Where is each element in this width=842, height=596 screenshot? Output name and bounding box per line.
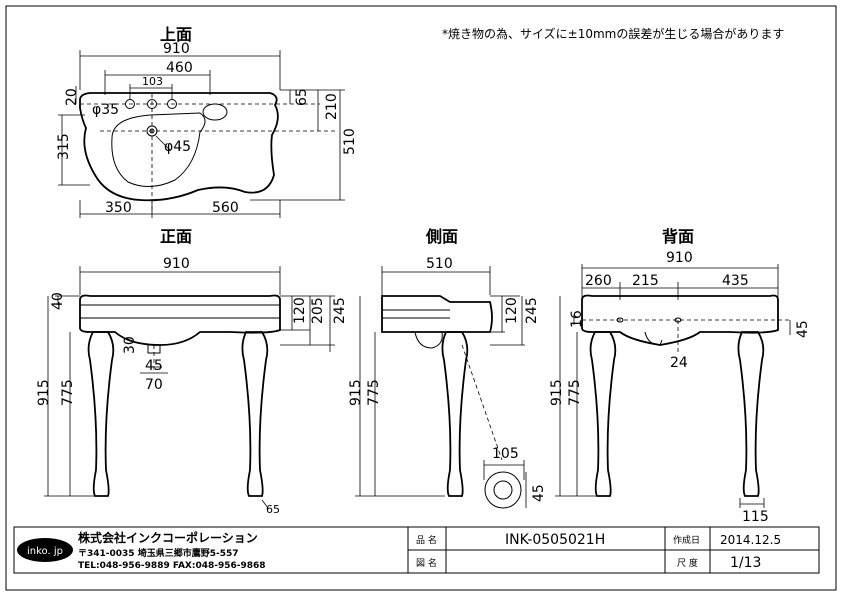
front-dim-205: 205 [310, 297, 326, 324]
front-dim-30: 30 [122, 336, 138, 354]
title-block: inko. jp 株式会社インクコーポレーション 〒341-0035 埼玉県三郷… [13, 526, 820, 574]
back-dim-910: 910 [666, 250, 693, 266]
top-dim-460: 460 [166, 60, 193, 76]
front-dim-120: 120 [292, 297, 308, 324]
top-dim-315: 315 [56, 133, 72, 160]
top-dim-910: 910 [163, 41, 190, 57]
company-logo [17, 538, 73, 562]
top-dim-d35: φ35 [92, 102, 119, 118]
front-dim-775: 775 [60, 379, 76, 406]
top-dim-20: 20 [64, 88, 80, 106]
side-dim-915: 915 [348, 379, 364, 406]
company-address: 〒341-0035 埼玉県三郷市鷹野5-557 [78, 547, 239, 559]
top-dim-350: 350 [105, 200, 132, 216]
scale-value: 1/13 [730, 555, 761, 571]
side-view: 側面 510 915 775 120 245 105 45 [348, 227, 547, 509]
front-dim-70: 70 [145, 377, 163, 393]
top-view: 上面 910 460 103 φ35 φ45 [56, 25, 358, 218]
scale-label: 尺 度 [677, 557, 698, 569]
back-dim-24: 24 [670, 355, 688, 371]
top-dim-d45: φ45 [164, 139, 191, 155]
drawing-label: 図 名 [416, 557, 437, 569]
date-value: 2014.12.5 [720, 533, 781, 547]
side-dim-45: 45 [531, 484, 547, 502]
side-dim-245: 245 [524, 297, 540, 324]
top-view-title: 上面 [160, 25, 192, 44]
top-dim-103: 103 [142, 75, 163, 88]
back-dim-215: 215 [632, 273, 659, 289]
company-name: 株式会社インクコーポレーション [78, 530, 258, 545]
back-dim-16: 16 [569, 310, 585, 328]
product-label: 品 名 [416, 534, 437, 546]
front-dim-910: 910 [163, 256, 190, 272]
top-dim-210: 210 [324, 93, 340, 120]
side-dim-510: 510 [426, 256, 453, 272]
side-dim-775: 775 [366, 379, 382, 406]
back-dim-435: 435 [722, 273, 749, 289]
top-dim-65: 65 [294, 88, 310, 106]
back-view-title: 背面 [662, 227, 694, 246]
product-value: INK-0505021H [505, 532, 605, 548]
drawing-frame [5, 5, 837, 591]
back-dim-915: 915 [549, 379, 565, 406]
back-dim-45: 45 [795, 320, 811, 338]
tolerance-note: *焼き物の為、サイズに±10mmの誤差が生じる場合があります [442, 26, 784, 41]
side-dim-105: 105 [492, 446, 519, 462]
top-dim-560: 560 [212, 200, 239, 216]
back-dim-775: 775 [567, 379, 583, 406]
company-logo-text: inko. jp [27, 546, 63, 557]
side-dim-120: 120 [504, 297, 520, 324]
front-dim-915: 915 [36, 379, 52, 406]
back-dim-115: 115 [742, 509, 769, 525]
back-dim-260: 260 [585, 273, 612, 289]
front-dim-65: 65 [266, 503, 280, 516]
company-contact: TEL:048-956-9889 FAX:048-956-9868 [78, 561, 266, 571]
top-dim-510: 510 [342, 128, 358, 155]
front-view: 正面 910 40 915 775 120 205 245 [36, 227, 348, 516]
side-view-title: 側面 [425, 227, 458, 246]
front-view-title: 正面 [160, 227, 192, 246]
front-dim-245: 245 [332, 297, 348, 324]
date-label: 作成日 [673, 534, 700, 546]
front-dim-40: 40 [50, 292, 66, 310]
back-view: 背面 910 260 215 435 16 45 24 915 775 115 [549, 227, 811, 525]
front-dim-45: 45 [145, 358, 163, 374]
